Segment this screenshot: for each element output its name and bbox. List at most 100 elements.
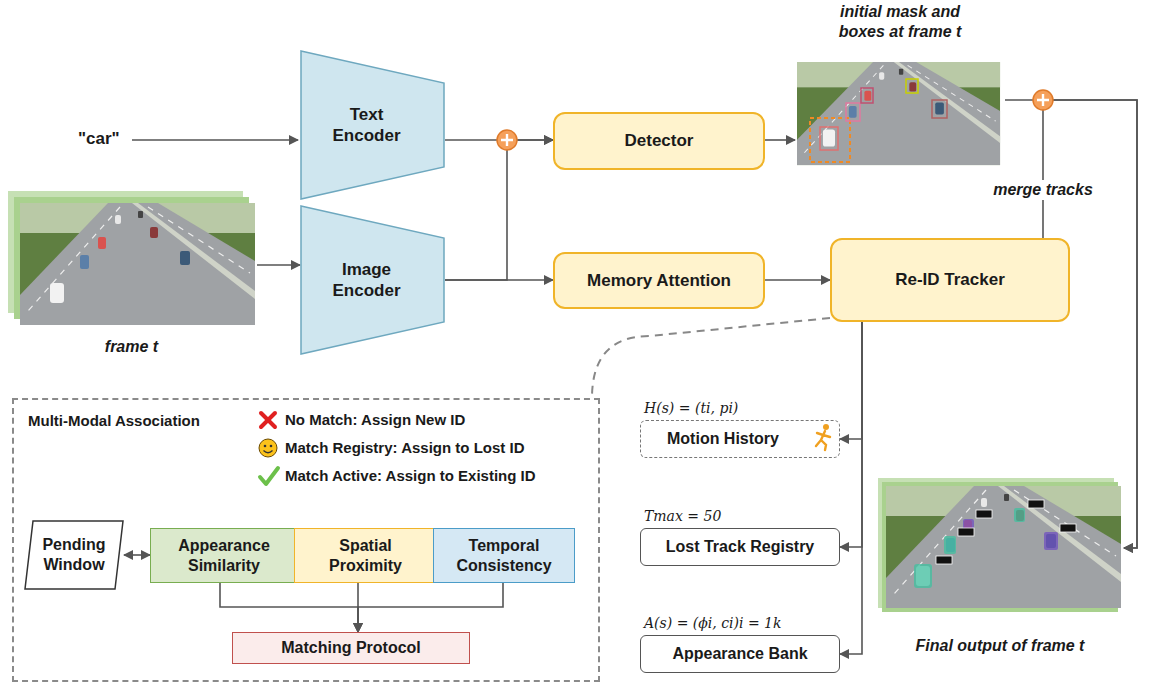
node-text: Memory Attention (587, 270, 731, 291)
process-box: Re-ID Tracker (830, 238, 1070, 322)
protocol-box: Matching Protocol (232, 632, 470, 664)
runner-body (816, 431, 830, 450)
shape-fill (301, 206, 444, 354)
frame-photo (20, 203, 255, 325)
node-text: Text Encoder (321, 104, 413, 147)
image-caption: frame t (6, 337, 257, 357)
id-tag (936, 556, 952, 564)
connector-arrow (840, 322, 862, 439)
mask-photo (797, 62, 1000, 165)
process-box: Detector (553, 112, 765, 170)
legend-icon (259, 439, 277, 457)
sum-circle (1033, 90, 1053, 110)
node-text: Motion History (667, 430, 779, 448)
tracked-car (914, 564, 932, 588)
output-photo (886, 486, 1121, 608)
cross-mark (261, 413, 275, 427)
shape-outline (300, 50, 445, 200)
smiley-mouth (264, 451, 273, 453)
process-box: Memory Attention (553, 252, 765, 309)
runner-icon (816, 424, 830, 450)
node-text: Re-ID Tracker (895, 269, 1005, 290)
detection-frame: initial mask and boxes at frame t (795, 2, 1005, 166)
window-parallelogram: Pending Window (24, 520, 124, 590)
detection-box (820, 127, 838, 150)
node-text: Lost Track Registry (666, 538, 815, 556)
smiley-eye (270, 445, 273, 448)
sum-cross (1037, 94, 1049, 106)
node-text: Spatial Proximity (301, 536, 430, 574)
tracked-car (944, 536, 956, 554)
connector-arrow (765, 139, 795, 141)
tracked-car (1014, 508, 1025, 522)
detection-box (846, 103, 860, 121)
cue-box: Appearance Similarity (150, 528, 298, 583)
id-tag (1028, 500, 1044, 508)
formula-label: A(s) = (ϕi, ci)i = 1k (644, 613, 782, 633)
runner-head (823, 424, 829, 430)
connector-arrow (445, 279, 553, 281)
input-arrow (132, 139, 298, 141)
id-tag (958, 528, 974, 536)
connector-arrow (445, 140, 553, 280)
node-text: Appearance Bank (672, 645, 807, 663)
smiley-face (259, 439, 277, 457)
id-tag (1060, 524, 1076, 532)
node-text: Detector (625, 130, 694, 151)
cue-box: Temporal Consistency (433, 528, 575, 583)
node-text: Temporal Consistency (440, 536, 568, 574)
sum-junction (1033, 90, 1053, 110)
memory-box: A(s) = (ϕi, ci)i = 1k Appearance Bank (640, 613, 840, 673)
connector-arrow (1043, 100, 1137, 548)
sum-circle (497, 130, 517, 150)
input-prompt: "car" (78, 129, 120, 149)
encoder-block: Text Encoder (300, 50, 445, 200)
panel-heading: Multi-Modal Association (28, 412, 200, 429)
legend-text: Match Active: Assign to Existing ID (285, 467, 536, 485)
tracked-car (1044, 532, 1058, 550)
formula-label: Tmax = 50 (644, 506, 721, 526)
legend-icon (261, 413, 275, 427)
sum-cross (501, 134, 513, 146)
detection-box (810, 118, 850, 162)
memory-box: Tmax = 50 Lost Track Registry (640, 506, 840, 566)
detection-box (932, 100, 947, 118)
image-caption: initial mask and boxes at frame t (815, 2, 985, 42)
shape-fill (25, 521, 123, 589)
memory-box: H(s) = (ti, pi) Motion History (640, 398, 840, 458)
edge-label: merge tracks (990, 180, 1096, 200)
memory-outline: Lost Track Registry (640, 528, 840, 566)
sum-junction (497, 130, 517, 150)
connector-arrow (840, 322, 862, 547)
image-caption: Final output of frame t (876, 636, 1124, 656)
detection-box (906, 79, 918, 93)
shape-outline (24, 520, 124, 590)
input-frame: frame t (6, 189, 257, 369)
connector-arrow (257, 264, 300, 266)
legend-text: No Match: Assign New ID (285, 411, 465, 429)
id-tag (976, 510, 992, 518)
node-text: Appearance Similarity (157, 536, 291, 574)
node-text: Matching Protocol (281, 638, 421, 657)
node-text: Pending Window (38, 535, 110, 575)
memory-outline: Appearance Bank (640, 635, 840, 673)
cross-mark (261, 413, 275, 427)
encoder-block: Image Encoder (300, 205, 445, 355)
connector-arrow (220, 583, 358, 632)
check-mark (260, 468, 278, 484)
output-frame: Final output of frame t (876, 476, 1124, 668)
smiley-eye (264, 445, 267, 448)
dashed-memory-outline: Motion History (640, 420, 840, 458)
connector-arrow (840, 322, 862, 654)
shape-outline (300, 205, 445, 355)
callout-curve (592, 318, 830, 398)
legend-text: Match Registry: Assign to Lost ID (285, 439, 524, 457)
node-text: Image Encoder (321, 259, 413, 302)
detection-box (861, 88, 873, 103)
formula-label: H(s) = (ti, pi) (644, 398, 738, 418)
shape-fill (301, 51, 444, 199)
